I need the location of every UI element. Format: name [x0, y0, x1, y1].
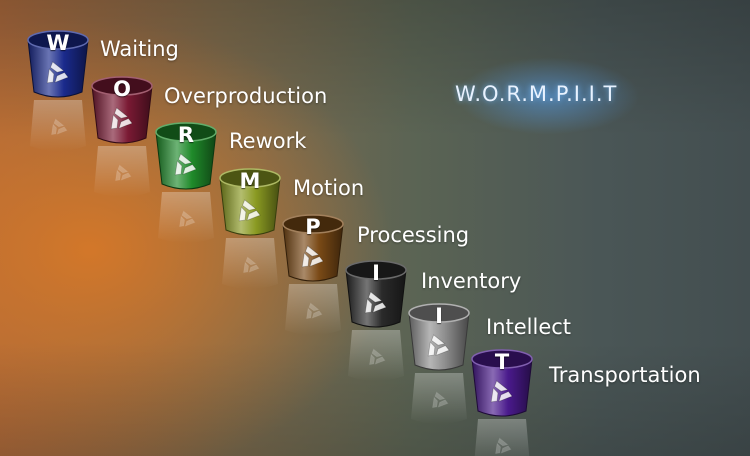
- recycle-icon: [179, 210, 196, 227]
- bin-rim: [219, 168, 281, 188]
- bin-letter: T: [494, 350, 510, 374]
- recycle-icon: [306, 302, 323, 319]
- bin-processing: P: [281, 212, 345, 342]
- bin-reflection: [30, 100, 86, 151]
- label-transportation: Transportation: [549, 363, 701, 387]
- bin-reflection: [411, 373, 467, 424]
- bin-waiting: W: [26, 28, 90, 158]
- recycle-icon: [110, 107, 133, 130]
- bin-rim: [408, 303, 470, 323]
- bin-reflection: [285, 284, 341, 335]
- label-processing: Processing: [357, 223, 470, 247]
- recycle-bin-icon: [282, 214, 344, 335]
- recycle-icon: [490, 380, 513, 403]
- recycle-bin-icon: [155, 122, 217, 243]
- recycle-bin-icon: [219, 168, 281, 289]
- recycle-icon: [46, 61, 69, 84]
- recycle-icon: [495, 437, 512, 454]
- bin-letter: R: [177, 123, 195, 147]
- bin-letter: I: [372, 261, 380, 285]
- label-rework: Rework: [229, 129, 307, 153]
- bin-letter: W: [46, 31, 70, 55]
- recycle-bin-icon: [91, 76, 153, 197]
- recycle-icon: [364, 291, 387, 314]
- bin-reflection: [474, 419, 530, 456]
- bin-overproduction: O: [90, 74, 154, 204]
- label-inventory: Inventory: [421, 269, 522, 293]
- recycle-icon: [243, 256, 260, 273]
- bin-letter: O: [113, 77, 131, 101]
- bin-rim: [345, 260, 407, 280]
- bin-inventory: I: [344, 258, 408, 388]
- bin-rim: [155, 122, 217, 142]
- bin-reflection: [222, 238, 278, 289]
- label-motion: Motion: [293, 176, 365, 200]
- recycle-bin-icon: [471, 349, 533, 456]
- bin-reflection: [158, 192, 214, 243]
- bin-letter: M: [239, 169, 261, 193]
- bin-letter: P: [305, 215, 321, 239]
- bin-intellect: I: [407, 301, 471, 431]
- bin-reflection: [94, 146, 150, 197]
- recycle-icon: [369, 348, 386, 365]
- recycle-bin-icon: [408, 303, 470, 424]
- recycle-icon: [432, 391, 449, 408]
- recycle-icon: [238, 199, 261, 222]
- bin-rework: R: [154, 120, 218, 250]
- bin-rim: [91, 76, 153, 96]
- recycle-icon: [51, 118, 68, 135]
- recycle-bin-icon: [27, 30, 89, 151]
- bin-rim: [27, 30, 89, 50]
- label-overproduction: Overproduction: [164, 84, 328, 108]
- recycle-bin-icon: [345, 260, 407, 381]
- bin-rim: [471, 349, 533, 369]
- bin-transportation: T: [470, 347, 534, 456]
- label-intellect: Intellect: [486, 315, 572, 339]
- recycle-icon: [174, 153, 197, 176]
- headline: W.O.R.M.P.I.I.T: [455, 82, 618, 106]
- bin-motion: M: [218, 166, 282, 296]
- bin-rim: [282, 214, 344, 234]
- recycle-icon: [115, 164, 132, 181]
- bin-letter: I: [435, 304, 443, 328]
- label-waiting: Waiting: [100, 37, 179, 61]
- recycle-icon: [427, 334, 450, 357]
- bin-reflection: [348, 330, 404, 381]
- recycle-icon: [301, 245, 324, 268]
